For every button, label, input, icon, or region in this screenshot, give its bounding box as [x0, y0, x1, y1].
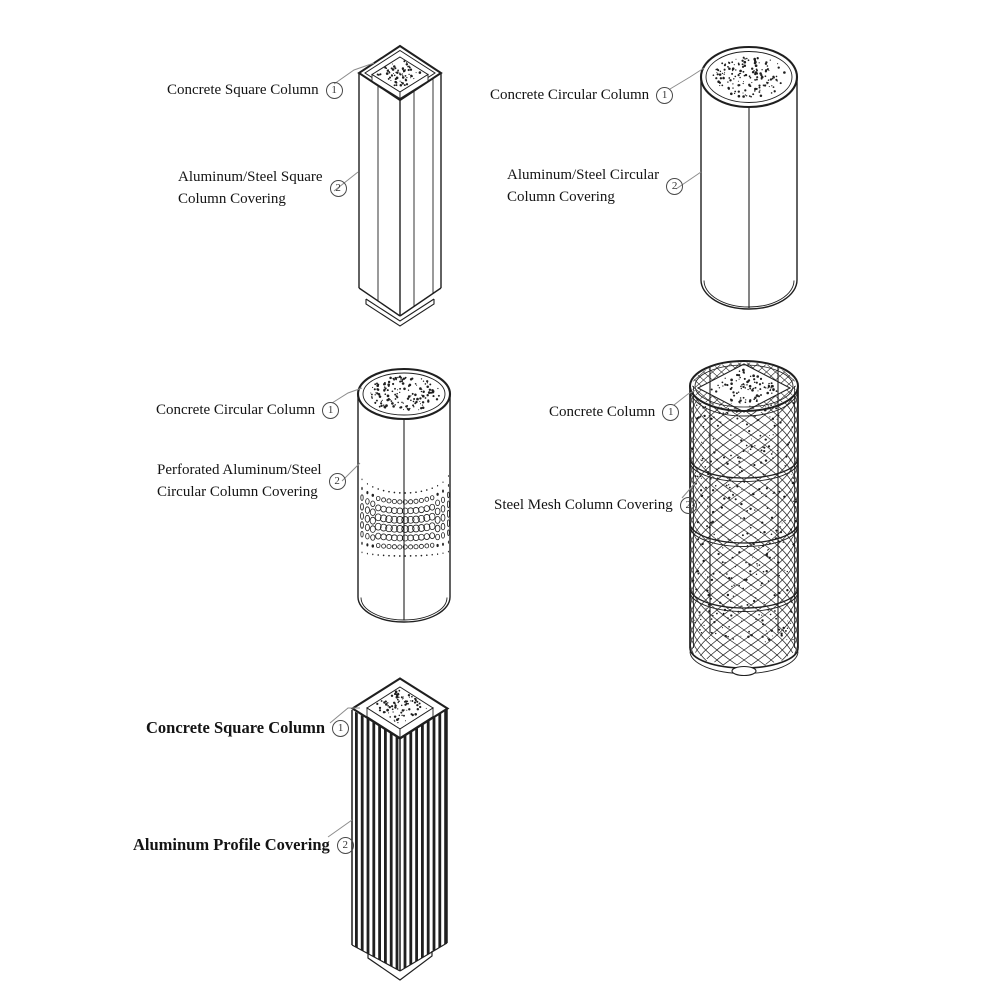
callout-text: Concrete Circular Column — [156, 402, 316, 418]
callout-concrete-square-column-1: Concrete Square Column 1 — [167, 79, 343, 101]
callout-aluminum-steel-circular-covering: Aluminum/Steel Circular Column Covering … — [507, 164, 684, 208]
callout-number-badge: 2 — [666, 177, 684, 195]
callout-concrete-column: Concrete Column 1 — [549, 401, 680, 423]
callout-number-badge: 1 — [662, 403, 680, 421]
callout-text: Aluminum/Steel Square Column Covering — [178, 169, 323, 207]
callout-concrete-circular-column-2: Concrete Circular Column 1 — [156, 399, 340, 421]
callout-text: Steel Mesh Column Covering — [494, 497, 673, 513]
callout-text: Concrete Square Column — [146, 718, 326, 737]
callout-concrete-circular-column-1: Concrete Circular Column 1 — [490, 84, 674, 106]
callout-number-badge: 1 — [332, 719, 350, 737]
callout-number-badge: 2 — [336, 836, 354, 854]
callout-text: Perforated Aluminum/Steel Circular Colum… — [157, 462, 322, 500]
callout-aluminum-profile-covering: Aluminum Profile Covering 2 — [133, 834, 354, 856]
callout-number-badge: 2 — [328, 472, 346, 490]
callout-text: Aluminum/Steel Circular Column Covering — [507, 167, 660, 205]
callout-number-badge: 1 — [322, 401, 340, 419]
callout-number-badge: 2 — [679, 496, 697, 514]
callout-perforated-covering: Perforated Aluminum/Steel Circular Colum… — [157, 459, 346, 503]
callout-aluminum-steel-square-covering: Aluminum/Steel Square Column Covering 2 — [178, 166, 347, 210]
callout-text: Aluminum Profile Covering — [133, 835, 330, 854]
callout-text: Concrete Circular Column — [490, 87, 650, 103]
callout-number-badge: 1 — [325, 81, 343, 99]
callout-number-badge: 2 — [329, 179, 347, 197]
callout-steel-mesh-covering: Steel Mesh Column Covering 2 — [494, 494, 697, 516]
callout-text: Concrete Square Column — [167, 82, 319, 98]
callout-concrete-square-column-2: Concrete Square Column 1 — [146, 717, 350, 739]
callout-number-badge: 1 — [656, 86, 674, 104]
callout-text: Concrete Column — [549, 404, 656, 420]
